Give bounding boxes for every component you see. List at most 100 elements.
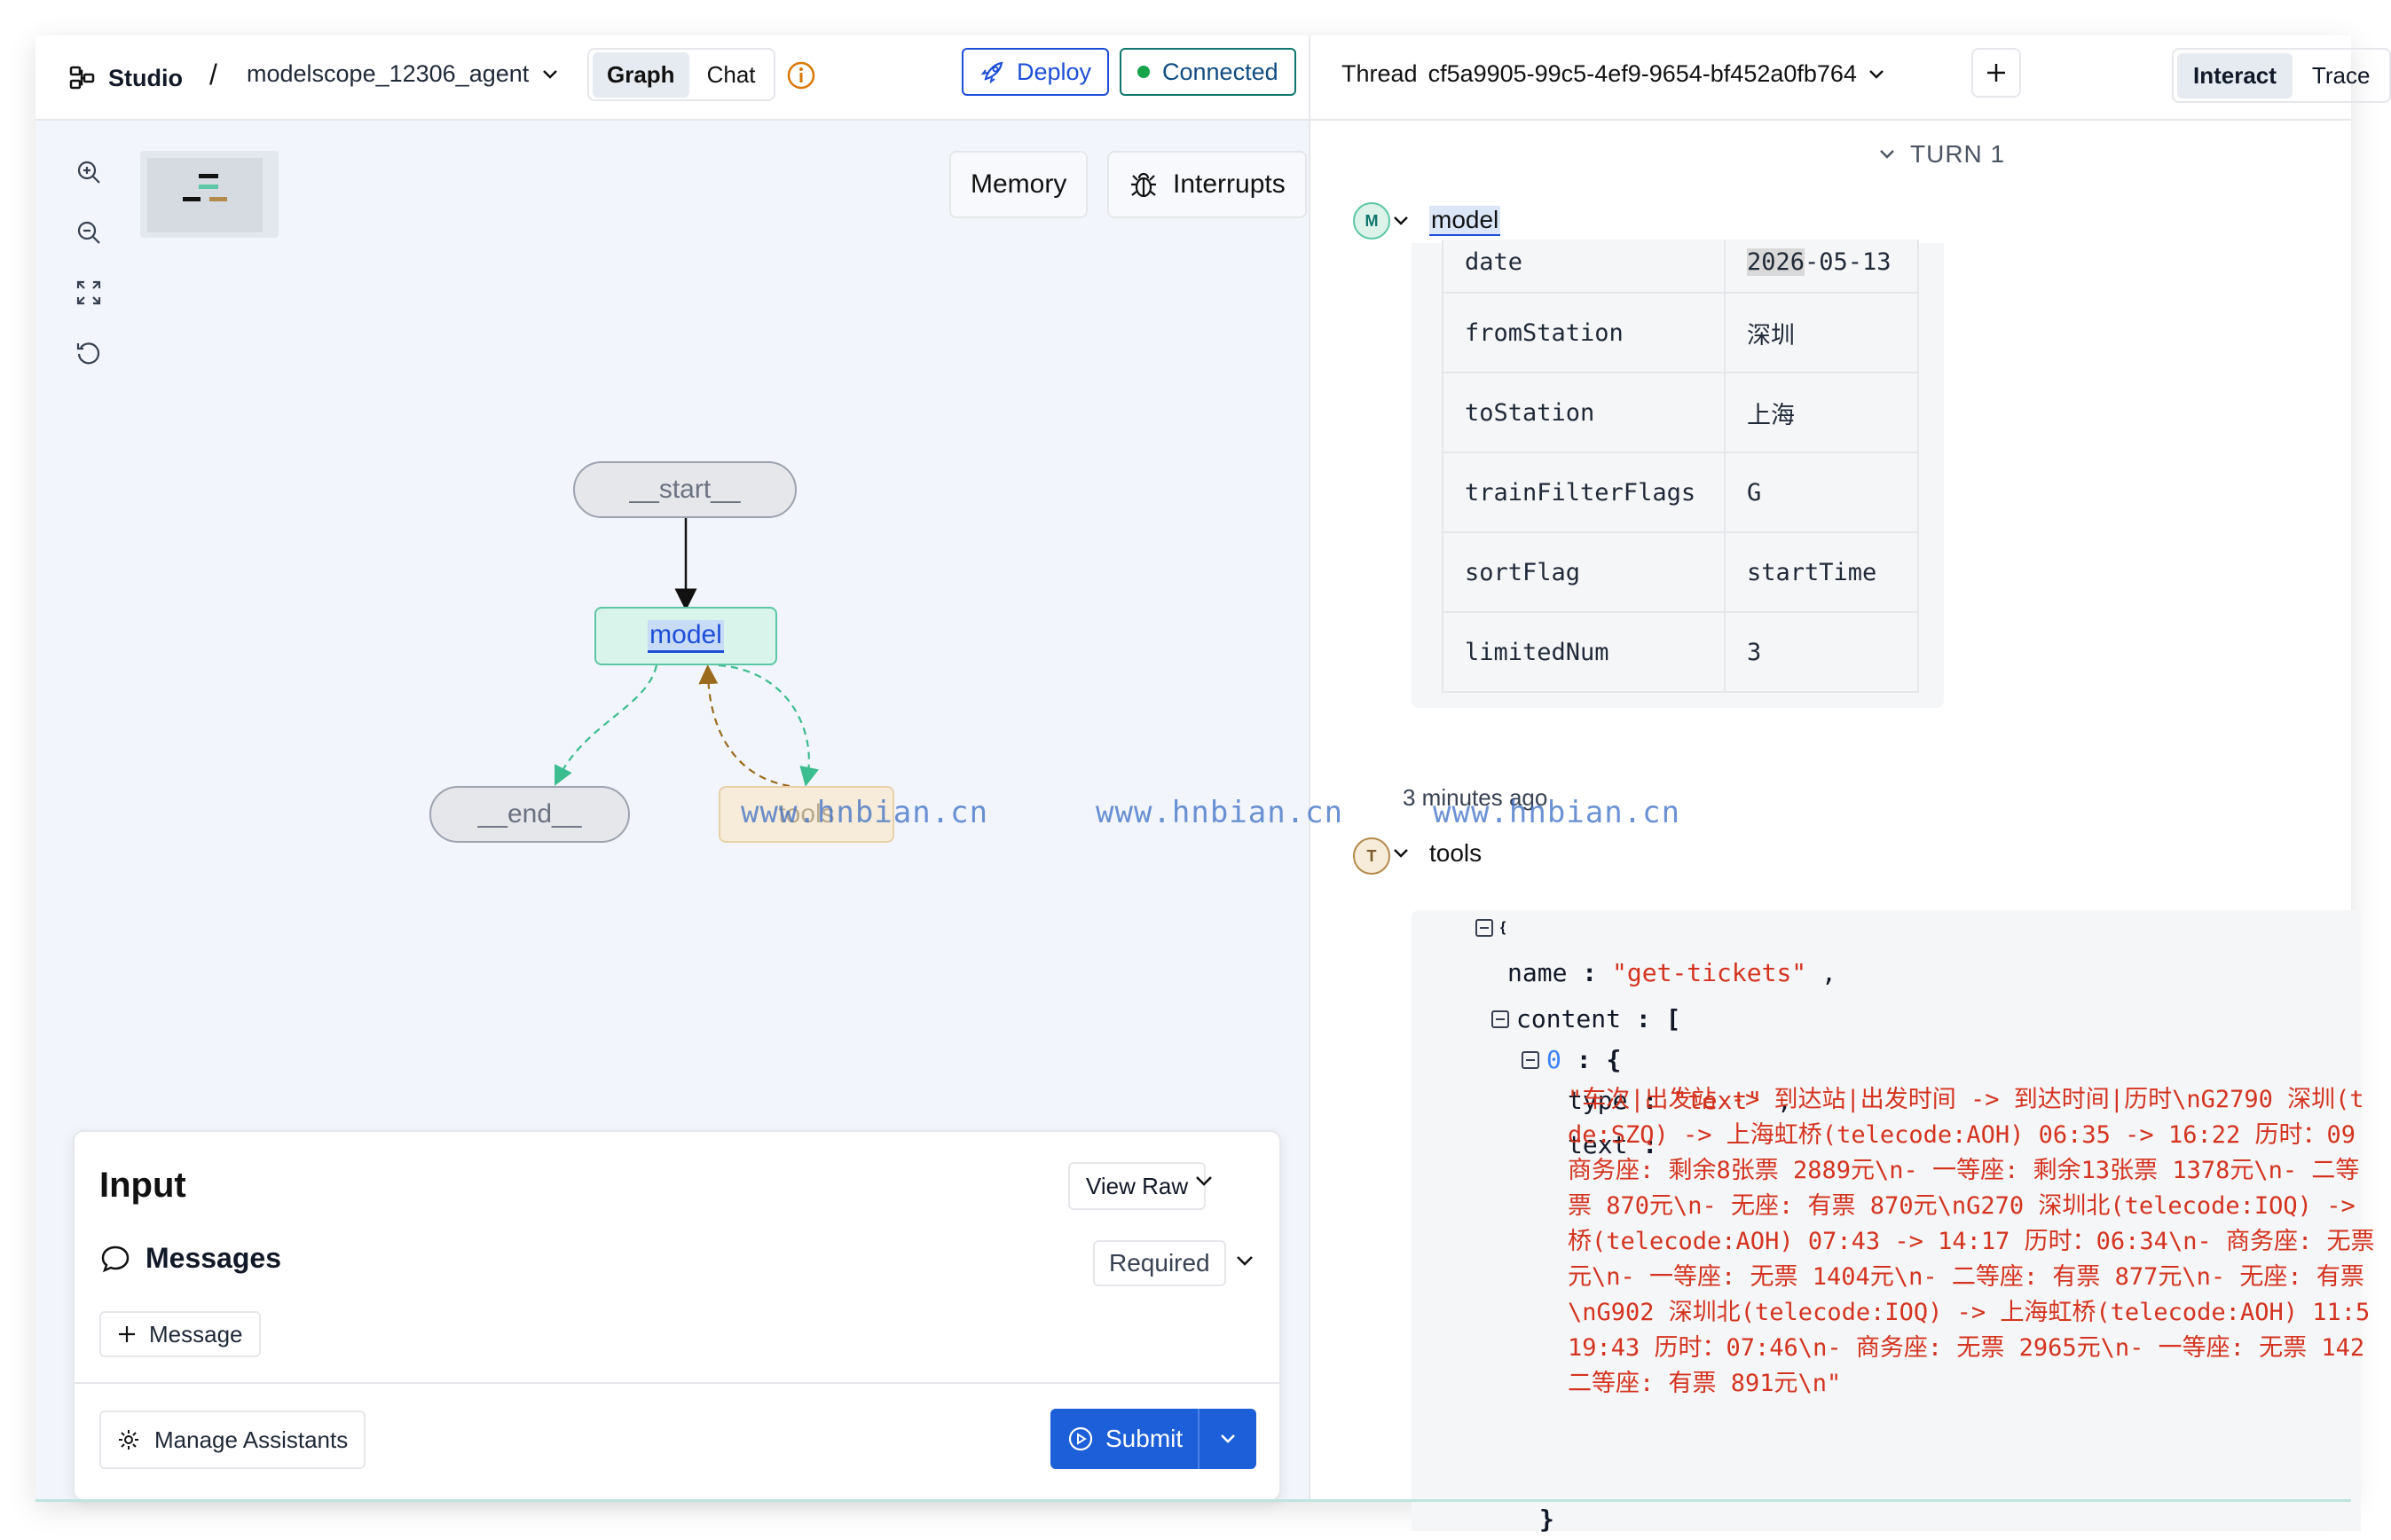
- graph-canvas[interactable]: Memory Interrupts __start__ model __end_…: [35, 121, 1310, 1501]
- table-row: limitedNum 3: [1442, 611, 1919, 693]
- collapse-icon[interactable]: [1475, 919, 1493, 937]
- table-row: fromStation 深圳: [1442, 292, 1919, 373]
- messages-section-header: Messages: [99, 1242, 281, 1275]
- submit-button-group: Submit: [1050, 1409, 1256, 1469]
- json-close-brace: }: [1539, 1505, 1554, 1534]
- arg-value: startTime: [1724, 531, 1919, 613]
- new-thread-button[interactable]: [1971, 48, 2021, 98]
- edge-model-tools: [718, 664, 819, 787]
- add-message-label: Message: [149, 1320, 243, 1348]
- message-timestamp: 3 minutes ago: [1403, 784, 1548, 811]
- table-row: date 2026-05-13: [1442, 240, 1919, 294]
- arg-key: fromStation: [1442, 292, 1726, 373]
- memory-button[interactable]: Memory: [949, 151, 1089, 218]
- messages-label: Messages: [146, 1242, 281, 1274]
- tools-message-label: tools: [1429, 839, 1483, 867]
- turn-header[interactable]: TURN 1: [1878, 140, 2005, 169]
- submit-options-button[interactable]: [1199, 1434, 1256, 1444]
- json-root: {: [1475, 919, 1506, 937]
- model-message-header[interactable]: model: [1392, 206, 1501, 236]
- chevron-down-icon: [543, 69, 558, 79]
- watermark: www.hnbian.cn: [1433, 795, 1681, 830]
- zoom-out-icon[interactable]: [75, 218, 103, 247]
- edge-model-end: [554, 664, 658, 786]
- collapse-icon[interactable]: [1491, 1010, 1509, 1028]
- watermark: www.hnbian.cn: [741, 795, 989, 830]
- project-name: modelscope_12306_agent: [247, 60, 530, 87]
- arg-key: limitedNum: [1442, 611, 1726, 693]
- tool-call-args-table: date 2026-05-13 fromStation 深圳 toStation…: [1442, 240, 1919, 693]
- tab-graph[interactable]: Graph: [593, 51, 689, 98]
- canvas-controls: [75, 158, 103, 367]
- chevron-down-icon[interactable]: [1235, 1254, 1254, 1267]
- table-row: sortFlag startTime: [1442, 531, 1919, 613]
- chevron-down-icon[interactable]: [1194, 1175, 1214, 1187]
- graph-node-end[interactable]: __end__: [429, 786, 630, 843]
- minimap[interactable]: [140, 151, 279, 238]
- arg-key: trainFilterFlags: [1442, 452, 1726, 533]
- tab-interact[interactable]: Interact: [2177, 52, 2293, 98]
- arg-key: date: [1442, 240, 1726, 294]
- view-raw-button[interactable]: View Raw: [1068, 1162, 1207, 1210]
- input-title: Input: [99, 1166, 186, 1205]
- model-message-label: model: [1429, 206, 1501, 236]
- status-label: Connected: [1162, 58, 1278, 85]
- app-name: Studio: [108, 64, 183, 91]
- deploy-button[interactable]: Deploy: [962, 48, 1110, 96]
- turn-label: TURN 1: [1910, 140, 2006, 168]
- studio-logo-icon: [69, 66, 95, 90]
- submit-label: Submit: [1105, 1425, 1184, 1452]
- chat-bubble-icon: [101, 1245, 130, 1272]
- input-divider: [75, 1382, 1279, 1384]
- fit-view-icon[interactable]: [75, 279, 103, 307]
- tab-trace[interactable]: Trace: [2311, 61, 2371, 89]
- thread-id: cf5a9905-99c5-4ef9-9654-bf452a0fb764: [1428, 60, 1857, 87]
- json-viewer: [1412, 910, 2361, 1531]
- chevron-down-icon: [1221, 1434, 1235, 1443]
- play-circle-icon: [1068, 1426, 1093, 1451]
- tool-result-text: "车次|出发站 -> 到达站|出发时间 -> 到达时间|历时\nG2790 深圳…: [1568, 1086, 2375, 1397]
- edge-tools-model: [698, 664, 790, 788]
- app-window: Studio / modelscope_12306_agent Graph Ch…: [35, 35, 2391, 1534]
- table-row: trainFilterFlags G: [1442, 452, 1919, 533]
- manage-assistants-button[interactable]: Manage Assistants: [99, 1410, 366, 1469]
- thread-selector[interactable]: Thread cf5a9905-99c5-4ef9-9654-bf452a0fb…: [1341, 60, 1885, 88]
- collapse-icon[interactable]: [1522, 1050, 1539, 1069]
- connection-status[interactable]: Connected: [1120, 48, 1296, 96]
- studio-brand[interactable]: Studio: [69, 59, 183, 98]
- tab-chat[interactable]: Chat: [706, 60, 756, 88]
- memory-label: Memory: [971, 169, 1067, 199]
- rocket-icon: [980, 61, 1003, 84]
- arg-key: sortFlag: [1442, 531, 1726, 613]
- view-toggle: Graph Chat: [587, 48, 775, 101]
- add-message-button[interactable]: Message: [99, 1311, 261, 1357]
- chevron-down-icon: [1394, 216, 1408, 225]
- deploy-label: Deploy: [1017, 58, 1092, 85]
- node-model-label: model: [648, 619, 724, 653]
- input-panel: Input View Raw Messages Required Message…: [73, 1130, 1281, 1501]
- thread-panel[interactable]: TURN 1 M model date 2026-05-13 fromStati…: [1310, 121, 2361, 1534]
- table-row: toStation 上海: [1442, 372, 1919, 453]
- status-dot-icon: [1137, 66, 1150, 78]
- chevron-down-icon: [1880, 150, 1894, 159]
- arg-key: toStation: [1442, 372, 1726, 453]
- arg-value: 上海: [1724, 372, 1919, 453]
- json-type-row: type : "text" ,: [1568, 1086, 1792, 1115]
- submit-button[interactable]: Submit: [1050, 1409, 1199, 1469]
- mode-toggle: Interact Trace: [2172, 48, 2391, 103]
- interrupts-button[interactable]: Interrupts: [1107, 151, 1307, 218]
- manage-assistants-label: Manage Assistants: [154, 1426, 349, 1453]
- info-icon[interactable]: [786, 60, 816, 90]
- gear-icon: [119, 1430, 138, 1450]
- graph-node-model[interactable]: model: [594, 607, 777, 665]
- plus-icon: [1987, 64, 2005, 82]
- arg-value: G: [1724, 452, 1919, 533]
- reset-icon[interactable]: [75, 339, 103, 367]
- graph-node-start[interactable]: __start__: [573, 461, 797, 518]
- graph-node-tools[interactable]: tools: [719, 786, 894, 843]
- zoom-in-icon[interactable]: [75, 158, 103, 186]
- project-selector[interactable]: modelscope_12306_agent: [247, 60, 559, 88]
- tools-message-header[interactable]: tools: [1392, 839, 1482, 868]
- top-bar: Studio / modelscope_12306_agent Graph Ch…: [35, 35, 2391, 121]
- chevron-down-icon: [1394, 849, 1408, 858]
